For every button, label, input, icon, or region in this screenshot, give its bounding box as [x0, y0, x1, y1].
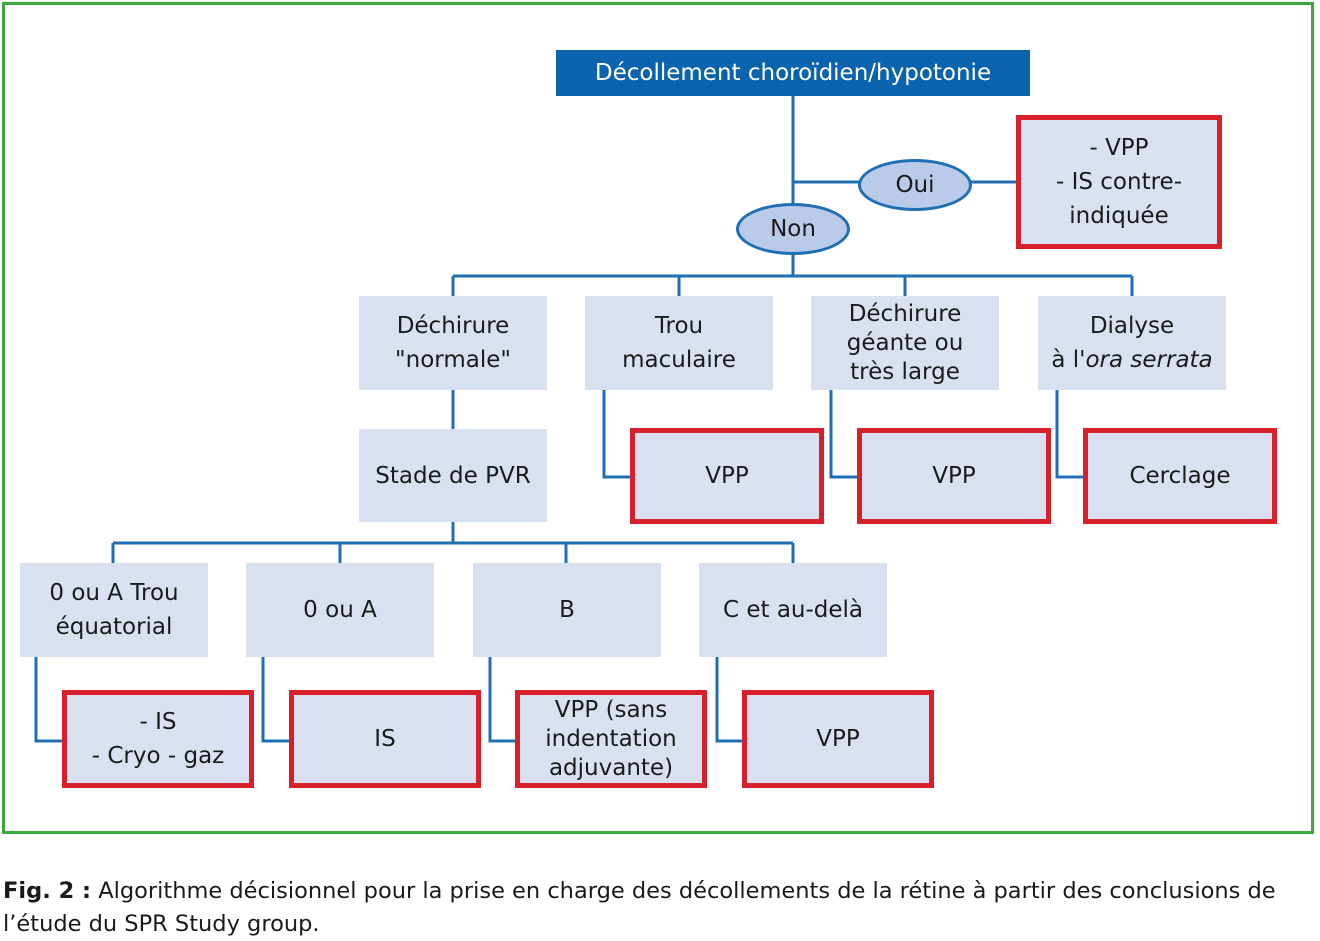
root-node: Décollement choroïdien/hypotonie	[556, 50, 1030, 96]
caption-text: Algorithme décisionnel pour la prise en …	[3, 878, 1276, 937]
outcome-dialysis: Cerclage	[1083, 428, 1277, 524]
decision-no: Non	[736, 203, 850, 255]
stage-b: B	[473, 563, 661, 657]
outcome-stage-b: VPP (sans indentation adjuvante)	[515, 690, 707, 788]
dialysis-label-italic: ora serrata	[1085, 347, 1213, 373]
stage-0a: 0 ou A	[246, 563, 434, 657]
yes-outcome: - VPP - IS contre- indiquée	[1016, 115, 1222, 249]
category-giant-tear: Déchirure géante ou très large	[811, 296, 999, 390]
dialysis-label-text: Dialyse à l'	[1051, 313, 1175, 373]
outcome-stage-0a-equatorial: - IS - Cryo - gaz	[62, 690, 254, 788]
stage-0a-equatorial: 0 ou A Trou équatorial	[20, 563, 208, 657]
category-macular-hole: Trou maculaire	[585, 296, 773, 390]
outcome-giant-tear: VPP	[857, 428, 1051, 524]
outcome-macular-hole: VPP	[630, 428, 824, 524]
category-normal-tear: Déchirure "normale"	[359, 296, 547, 390]
caption-label: Fig. 2 :	[3, 878, 92, 904]
stage-c: C et au-delà	[699, 563, 887, 657]
outcome-stage-c: VPP	[742, 690, 934, 788]
decision-yes: Oui	[858, 159, 972, 211]
figure-caption: Fig. 2 : Algorithme décisionnel pour la …	[3, 875, 1318, 941]
category-dialysis: Dialyse à l'ora serrata	[1038, 296, 1226, 390]
figure-frame	[2, 2, 1314, 834]
pvr-stage-node: Stade de PVR	[359, 429, 547, 522]
outcome-stage-0a: IS	[289, 690, 481, 788]
